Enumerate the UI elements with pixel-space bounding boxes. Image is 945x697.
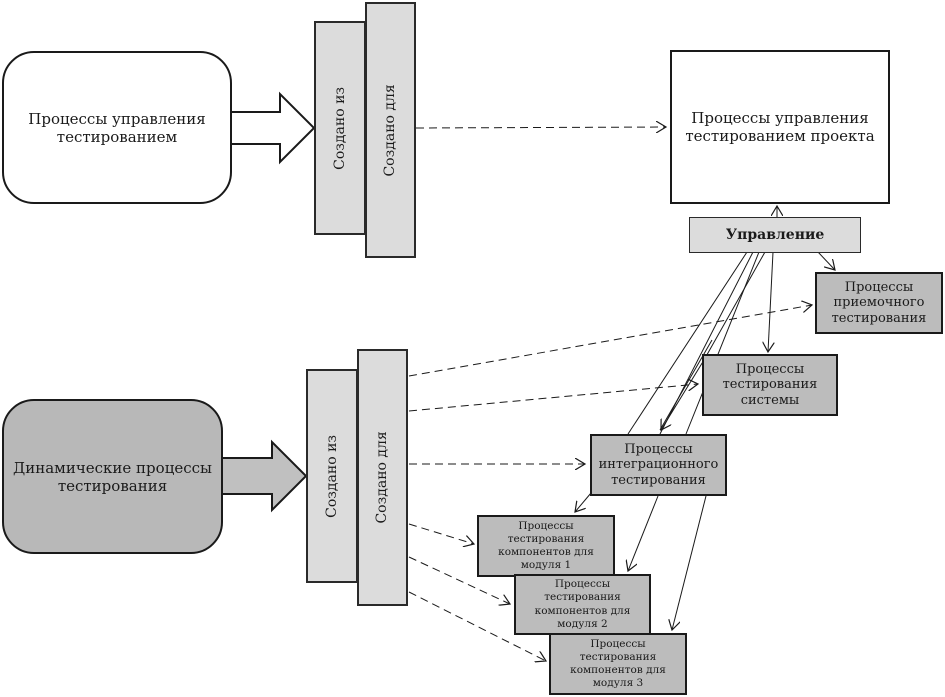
arrow-to-integration bbox=[661, 359, 705, 430]
dashed-arrow-acceptance bbox=[408, 305, 812, 377]
system-testing-processes: Процессы тестирования системы bbox=[702, 354, 838, 416]
component-testing-module-3: Процессы тестирования компонентов для мо… bbox=[549, 633, 687, 695]
top-created-for-tab: Создано для bbox=[365, 2, 416, 258]
test-management-processes: Процессы управления тестированием bbox=[2, 51, 232, 204]
top-created-from-tab: Создано из bbox=[314, 21, 366, 235]
mgmt-line bbox=[703, 251, 766, 361]
mgmt-to-acceptance bbox=[817, 251, 835, 270]
dynamic-test-processes: Динамические процессы тестирования bbox=[2, 399, 223, 554]
acceptance-testing-processes: Процессы приемочного тестирования bbox=[815, 272, 943, 334]
block-arrow-top bbox=[230, 91, 316, 165]
mgmt-line bbox=[768, 251, 773, 352]
component-testing-module-2: Процессы тестирования компонентов для мо… bbox=[514, 574, 651, 635]
arrow-to-component-3 bbox=[672, 495, 707, 630]
management-label: Управление bbox=[689, 217, 861, 253]
arrow-to-component-1 bbox=[575, 492, 592, 512]
dashed-arrow-system bbox=[408, 384, 698, 412]
project-test-management-processes: Процессы управления тестированием проект… bbox=[670, 50, 890, 204]
dashed-arrow-component-2 bbox=[408, 556, 510, 604]
bottom-created-from-tab: Создано из bbox=[306, 369, 358, 583]
bottom-created-for-tab: Создано для bbox=[357, 349, 408, 606]
dashed-arrow-component-1 bbox=[408, 523, 474, 544]
component-testing-module-1: Процессы тестирования компонентов для мо… bbox=[477, 515, 615, 577]
integration-testing-processes: Процессы интеграционного тестирования bbox=[590, 434, 727, 496]
dashed-arrow-project bbox=[415, 127, 666, 128]
mgmt-line bbox=[627, 251, 748, 435]
mgmt-line bbox=[685, 251, 760, 435]
arrow-to-component-2 bbox=[628, 495, 659, 571]
block-arrow-bottom bbox=[220, 439, 308, 513]
